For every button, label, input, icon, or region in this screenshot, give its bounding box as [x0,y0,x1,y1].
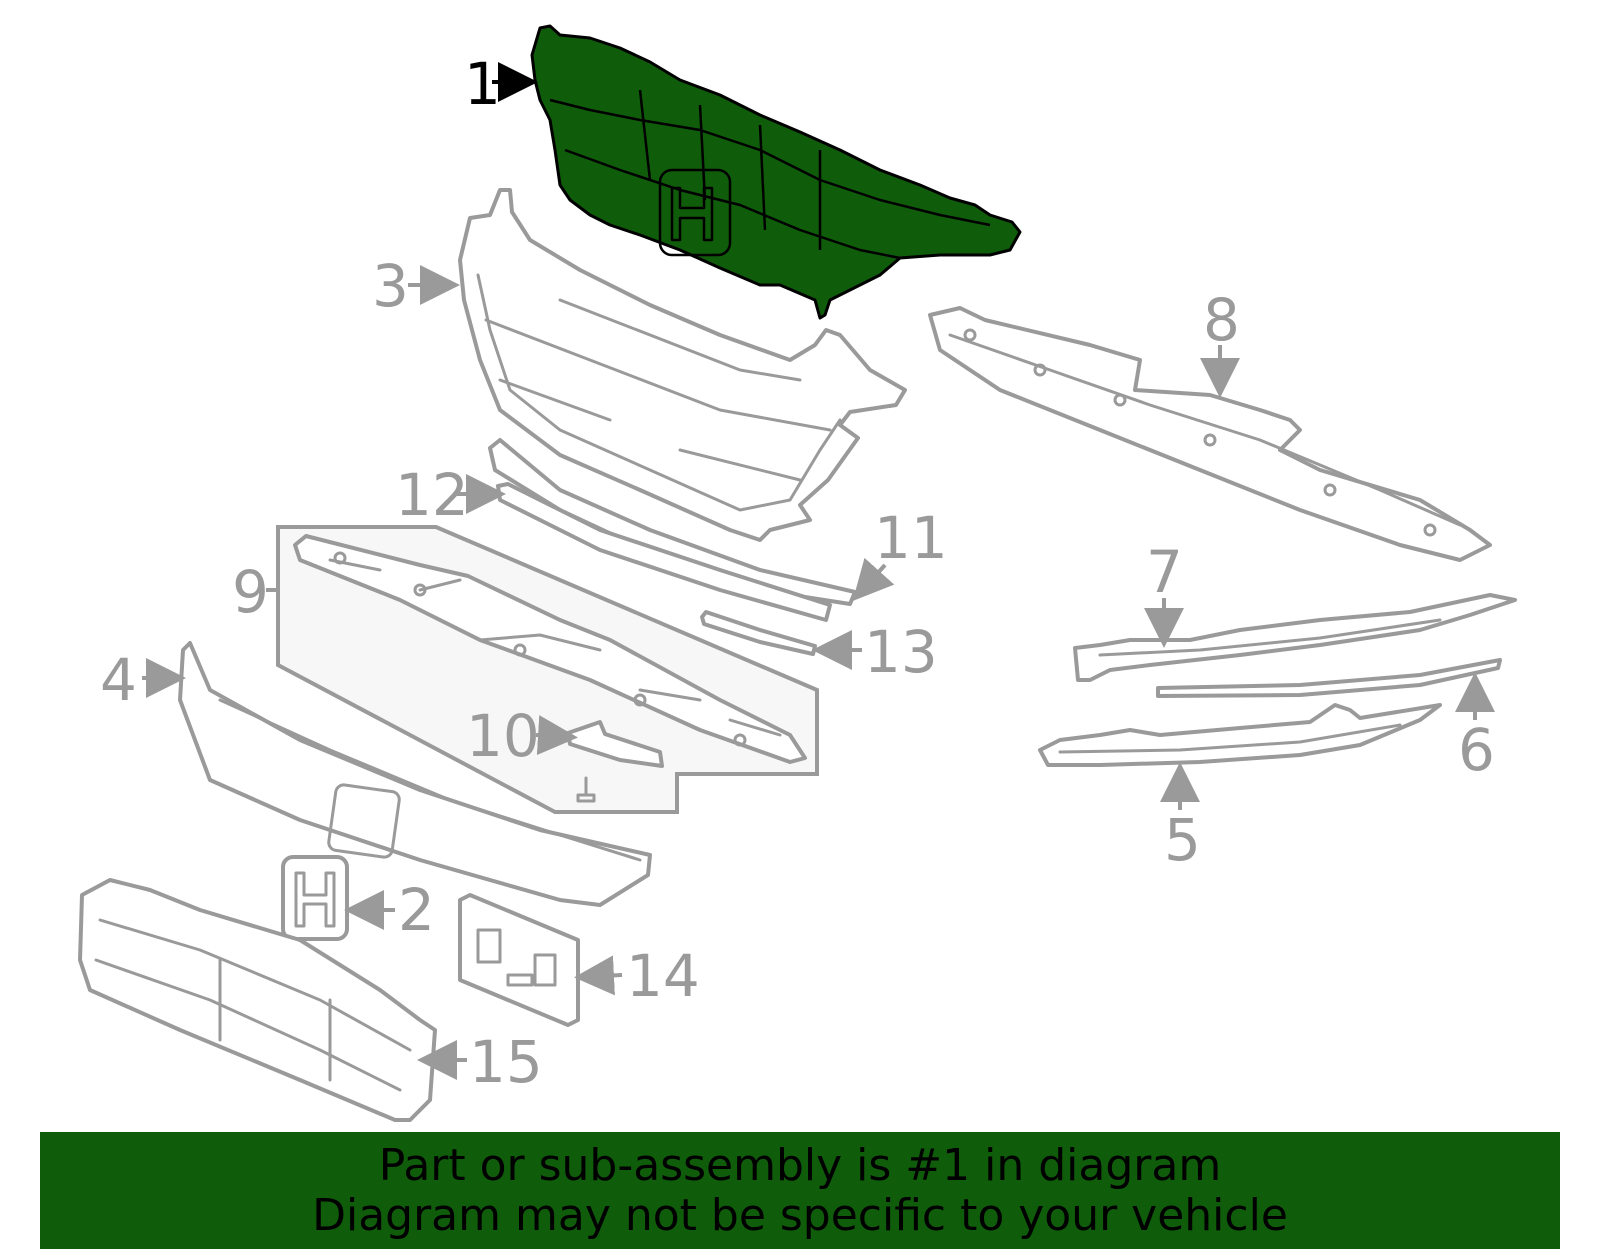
callout-1: 1 [464,50,501,118]
callout-2: 2 [398,876,435,944]
part-5-lower-rail [1038,703,1442,767]
callout-7: 7 [1146,538,1183,606]
part-6-strip [1156,658,1502,698]
callout-4: 4 [100,646,137,714]
callout-14: 14 [626,942,700,1010]
callout-6: 6 [1458,716,1495,784]
callout-8: 8 [1203,286,1240,354]
leader-11 [852,557,895,601]
part-4-garnish [178,641,652,907]
part-3-grille-frame [458,188,907,542]
callout-13: 13 [864,618,938,686]
part-2-emblem [281,855,349,941]
part-9-bracket [293,534,807,764]
part-1-grille-base-highlighted [530,24,1022,320]
part-7-side-rail [1073,593,1517,682]
callout-11: 11 [874,504,948,572]
callout-15: 15 [469,1028,543,1096]
part-14-license-bracket [458,893,580,1027]
callout-10: 10 [466,702,540,770]
callout-5: 5 [1164,806,1201,874]
part-15-base-bracket [78,878,437,1122]
callout-3: 3 [372,252,409,320]
callout-9: 9 [232,558,269,626]
part-10-bracket [566,720,664,803]
leader-14 [574,955,623,996]
banner-line-2: Diagram may not be specific to your vehi… [312,1189,1288,1241]
part-8-upper-beam [928,306,1492,562]
part-11-strip [496,482,832,622]
leader-10 [535,715,578,756]
info-banner: Part or sub-assembly is #1 in diagram Di… [40,1132,1560,1249]
banner-line-1: Part or sub-assembly is #1 in diagram [378,1139,1222,1191]
callout-12: 12 [395,461,469,529]
